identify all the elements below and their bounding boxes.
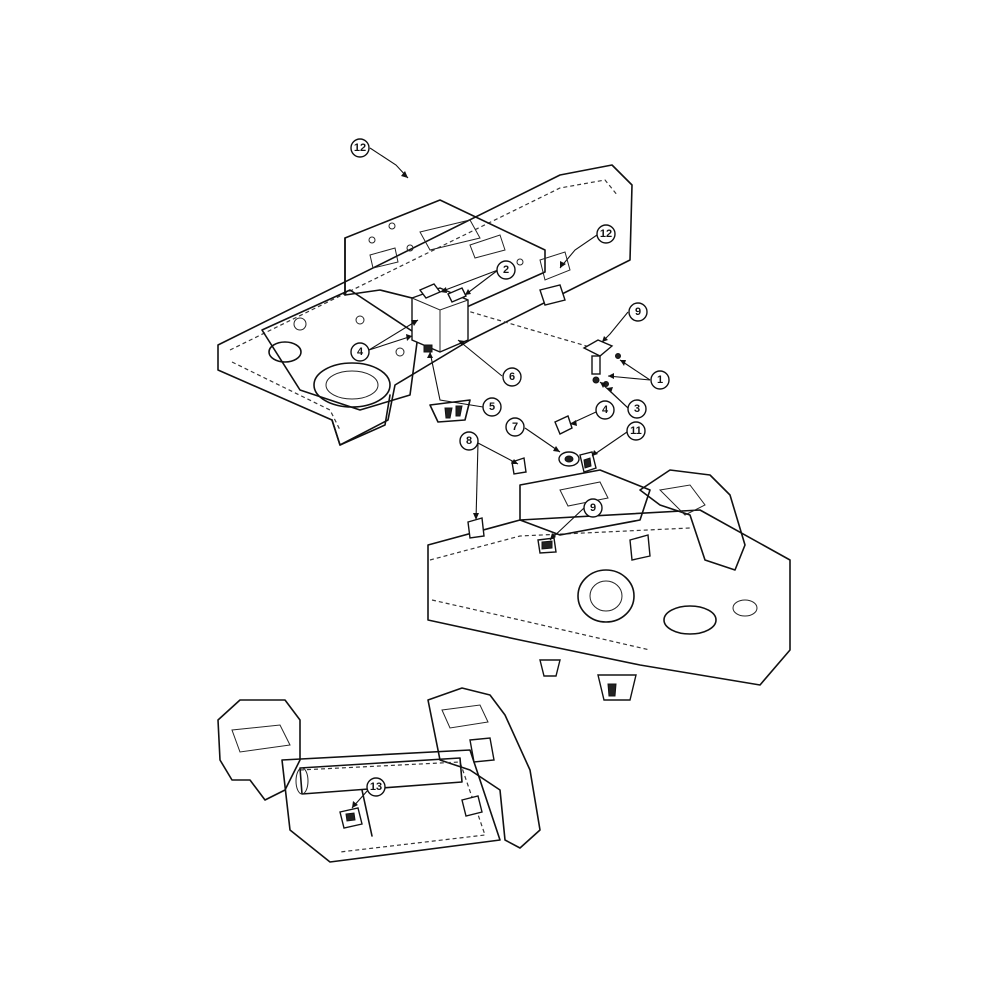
callout-label: 8: [466, 435, 472, 447]
callout-c6[interactable]: 7: [505, 417, 525, 437]
loose-parts: [554, 415, 597, 473]
relay-module: [411, 283, 469, 353]
callout-c7[interactable]: 9: [583, 498, 603, 518]
leader-arrowheads: [352, 171, 626, 808]
callout-c11[interactable]: 11: [626, 421, 646, 441]
callout-label: 13: [370, 781, 382, 793]
callout-c2[interactable]: 2: [496, 260, 516, 280]
callout-label: 4: [602, 404, 609, 416]
callout-c4a[interactable]: 4: [350, 342, 370, 362]
callout-label: 11: [630, 425, 642, 437]
callout-label: 7: [512, 421, 518, 433]
callout-c4b[interactable]: 4: [595, 400, 615, 420]
callout-c3[interactable]: 3: [627, 399, 647, 419]
callout-c12b[interactable]: 12: [596, 224, 616, 244]
lower-fender-assembly: [217, 687, 541, 863]
callout-label: 3: [634, 403, 640, 415]
callout-c13[interactable]: 13: [366, 777, 386, 797]
upper-frame-assembly: [217, 164, 633, 446]
callout-c8[interactable]: 8: [459, 431, 479, 451]
callout-label: 9: [590, 502, 596, 514]
callout-c5[interactable]: 5: [482, 397, 502, 417]
callout-leaders: [351, 147, 651, 809]
switch-bracket: [582, 339, 621, 387]
callout-label: 5: [489, 401, 495, 413]
callout-label: 1: [657, 374, 663, 386]
callout-c12a[interactable]: 12: [350, 138, 370, 158]
callout-c10[interactable]: 6: [502, 367, 522, 387]
callout-label: 12: [600, 228, 612, 240]
callout-label: 4: [357, 346, 364, 358]
callout-c1[interactable]: 1: [650, 370, 670, 390]
callout-label: 2: [503, 264, 509, 276]
callout-label: 6: [509, 371, 515, 383]
middle-frame-assembly: [427, 457, 791, 701]
callout-c9[interactable]: 9: [628, 302, 648, 322]
callout-label: 12: [354, 142, 366, 154]
callout-label: 9: [635, 306, 641, 318]
